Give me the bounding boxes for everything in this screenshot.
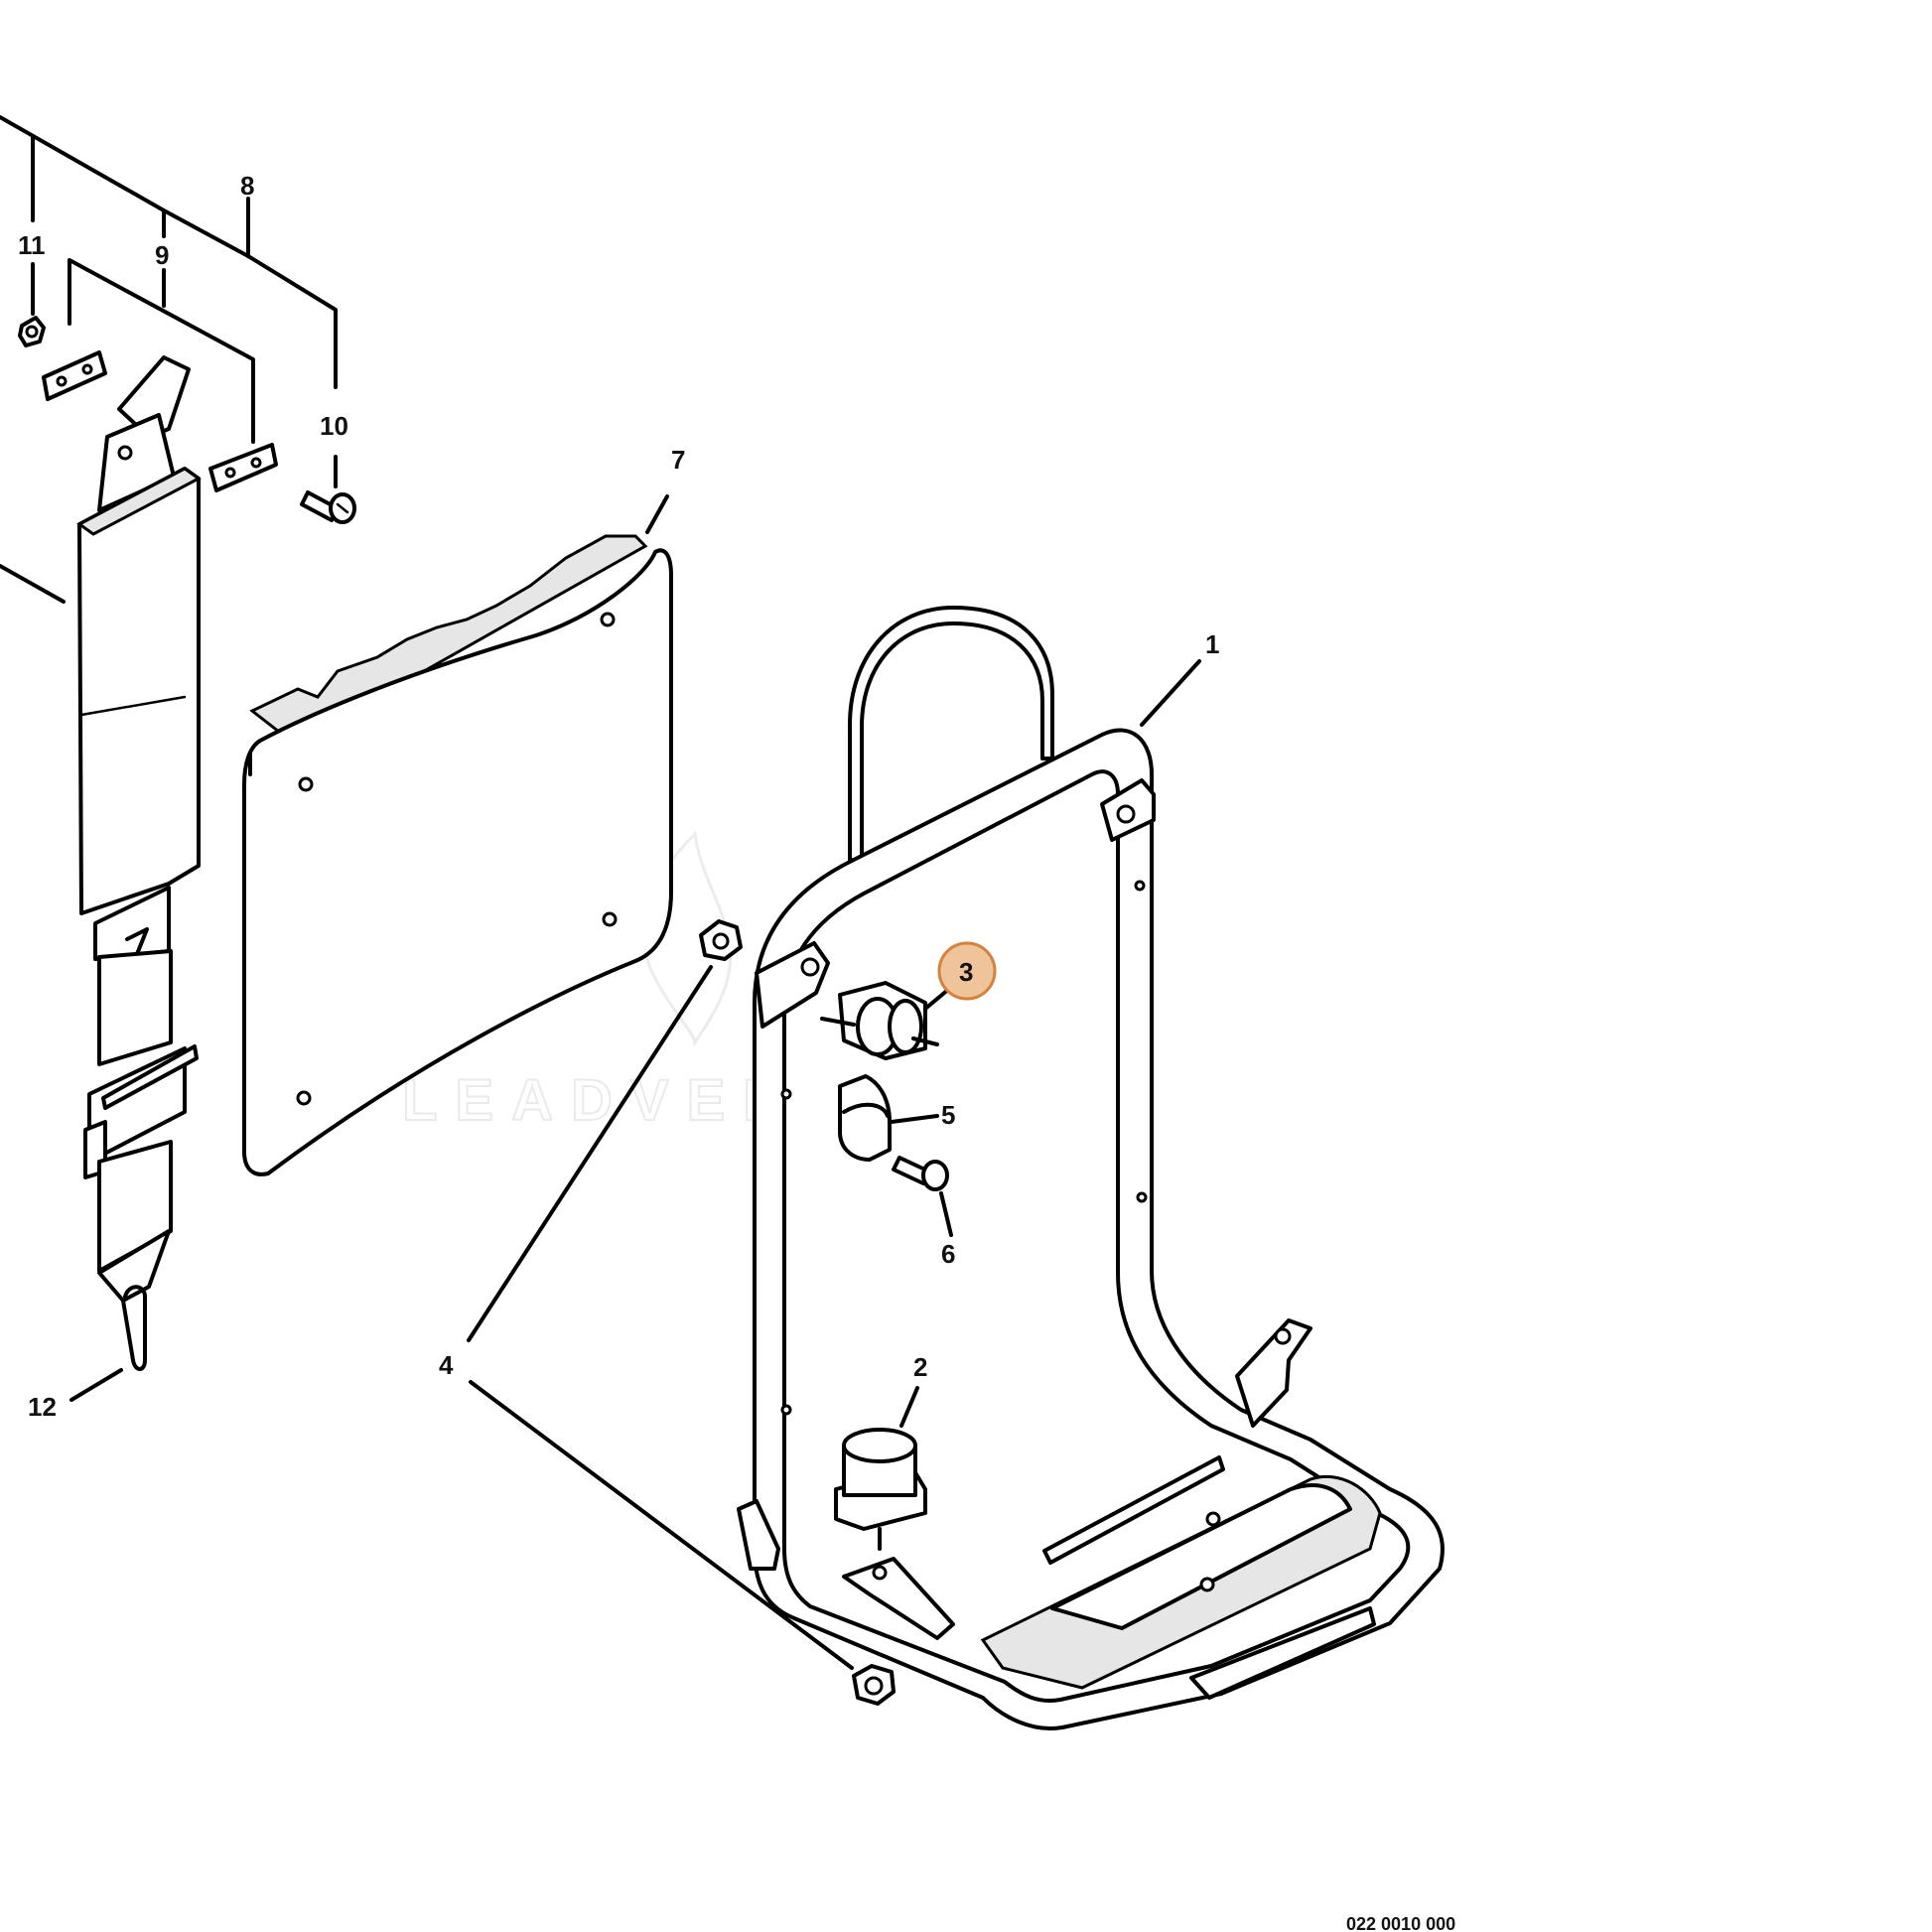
back-pad: [242, 494, 673, 1176]
buffer-part: [820, 981, 951, 1060]
callout-8[interactable]: 8: [240, 171, 254, 201]
highlight-ring: [937, 941, 997, 1001]
nut-parts: [467, 919, 896, 1706]
callout-4[interactable]: 4: [439, 1350, 454, 1380]
strap-assembly: [0, 115, 356, 1402]
callout-1[interactable]: 1: [1205, 629, 1219, 659]
callout-6[interactable]: 6: [941, 1239, 955, 1269]
callout-12[interactable]: 12: [28, 1392, 57, 1422]
callout-7[interactable]: 7: [671, 445, 685, 475]
callout-5[interactable]: 5: [941, 1100, 955, 1130]
callout-2[interactable]: 2: [913, 1352, 927, 1382]
document-number: 022 0010 000: [1346, 1914, 1455, 1932]
clip-part: [838, 1074, 939, 1162]
rubber-mount-part: [834, 1386, 927, 1551]
callout-11[interactable]: 11: [18, 230, 46, 260]
callout-3-highlight[interactable]: 3: [937, 941, 997, 1001]
callout-10[interactable]: 10: [320, 411, 348, 441]
callout-9[interactable]: 9: [155, 240, 169, 270]
callout-3[interactable]: 3: [959, 957, 973, 987]
screw-part: [892, 1156, 953, 1237]
carrier-frame: [737, 606, 1445, 1730]
